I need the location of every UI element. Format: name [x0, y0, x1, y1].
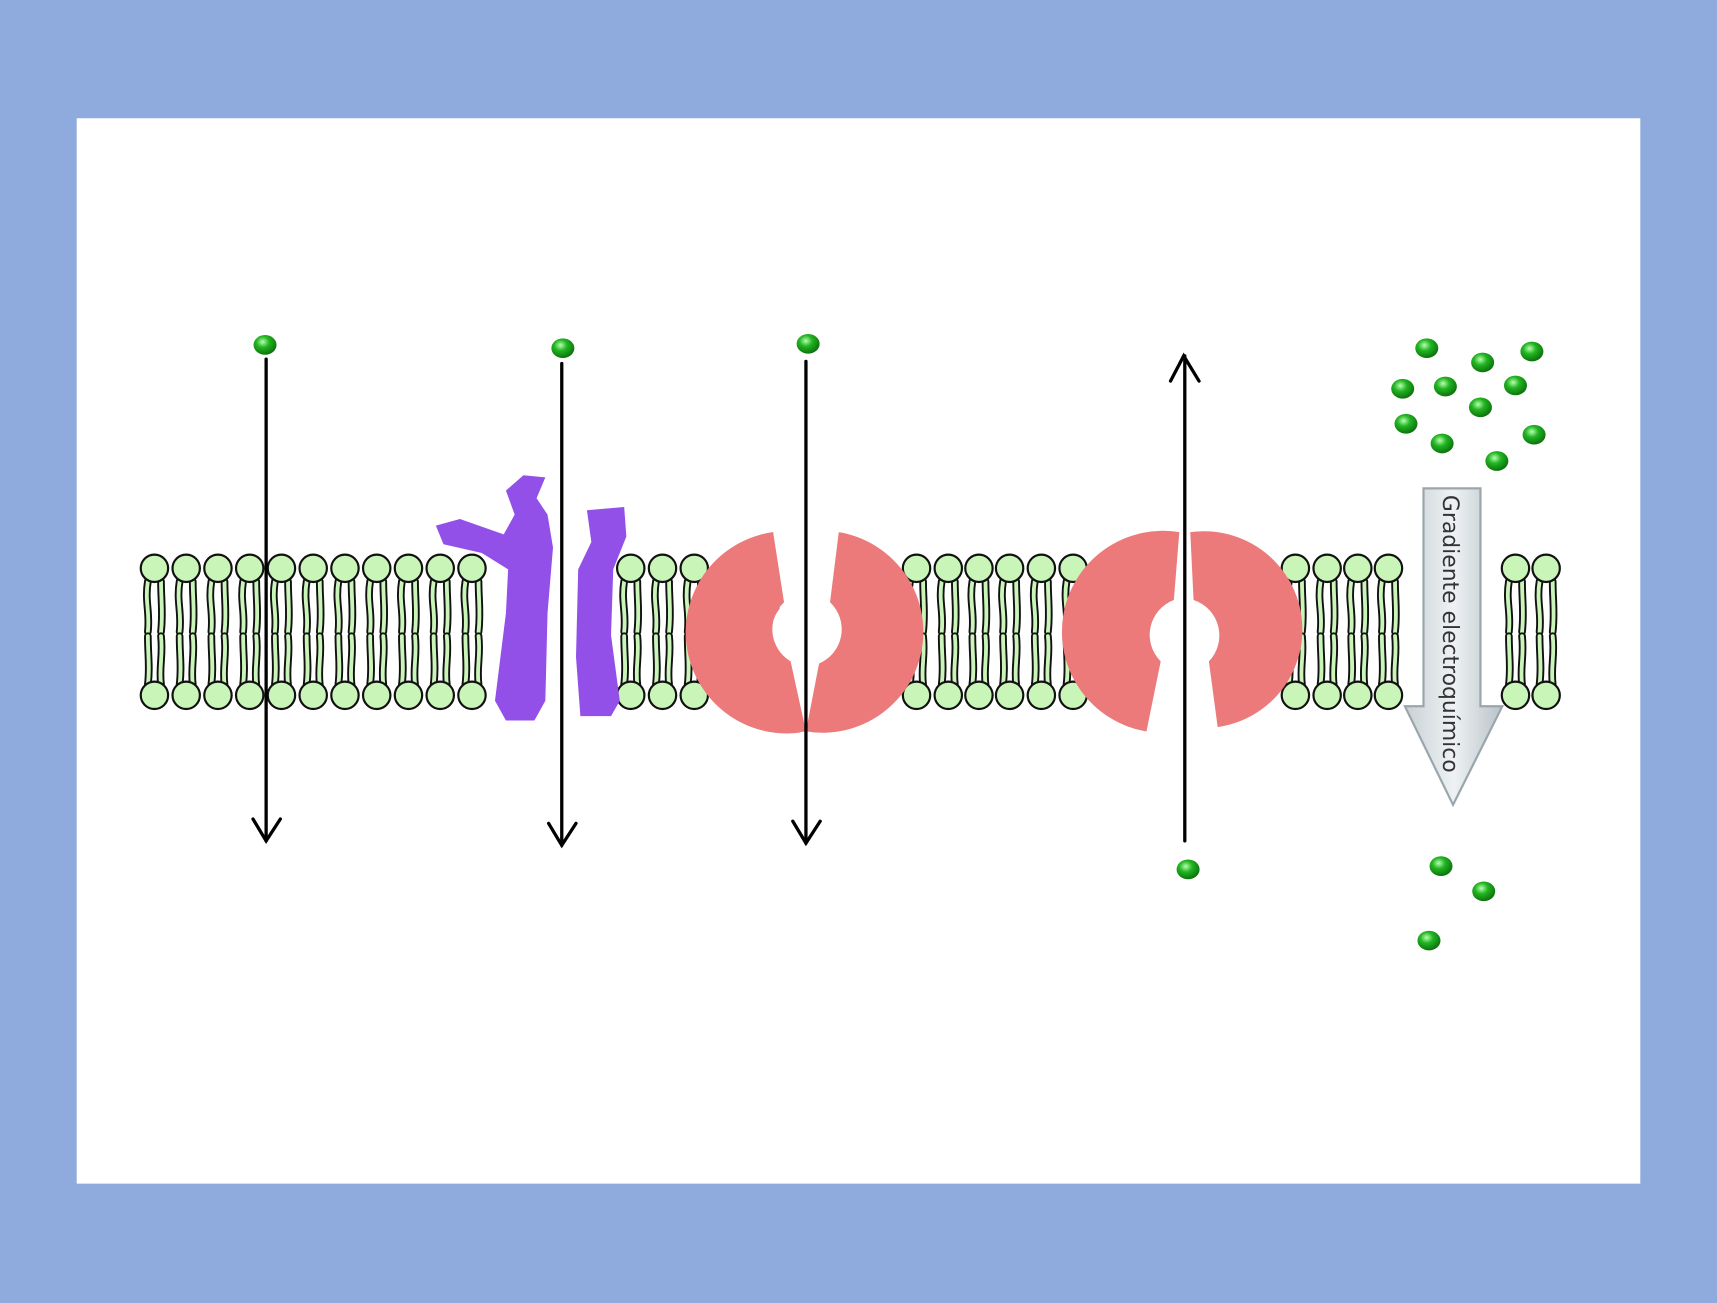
solute-particle — [1468, 397, 1492, 418]
solute-particle — [1176, 859, 1200, 880]
solute-particles — [253, 333, 1546, 951]
transport-arrow-down-1 — [251, 357, 283, 845]
gradient-arrow: Gradiente electroquímico — [1403, 487, 1505, 808]
solute-particle — [253, 335, 277, 355]
transport-arrow-down-2 — [546, 361, 578, 849]
solute-particle — [1417, 930, 1441, 951]
solute-particle — [1472, 881, 1496, 902]
solute-particle — [1503, 375, 1527, 396]
transport-arrow-down-3 — [791, 359, 822, 847]
channel-protein-2 — [1061, 530, 1303, 732]
solute-particle — [1433, 376, 1457, 397]
solute-particle — [1471, 352, 1495, 373]
solute-particle — [1394, 413, 1418, 434]
solute-particle — [1520, 341, 1544, 362]
solute-particle — [796, 333, 820, 354]
solute-particle — [1522, 424, 1546, 445]
channel-protein-1 — [685, 532, 924, 734]
solute-particle — [1391, 378, 1415, 399]
solute-particle — [1485, 451, 1509, 471]
solute-particle — [551, 338, 575, 359]
gradient-label: Gradiente electroquímico — [1437, 495, 1462, 773]
transport-arrow-up — [1168, 352, 1201, 843]
solute-particle — [1429, 856, 1453, 876]
solute-particle — [1430, 433, 1454, 454]
carrier-protein — [435, 475, 627, 721]
solute-particle — [1415, 338, 1439, 359]
